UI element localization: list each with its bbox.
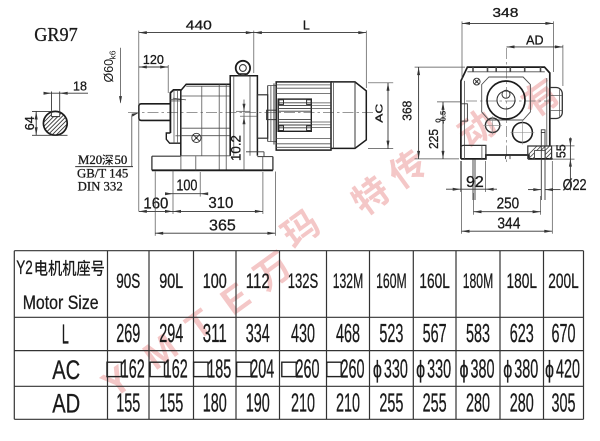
svg-text:160: 160 — [143, 196, 168, 213]
svg-text:132S: 132S — [288, 270, 319, 293]
svg-text:180L: 180L — [507, 270, 538, 293]
svg-text:AD: AD — [526, 33, 543, 47]
svg-text:DIN 332: DIN 332 — [78, 180, 123, 194]
svg-text:200L: 200L — [548, 270, 579, 293]
svg-text:160M: 160M — [376, 270, 407, 293]
svg-text:90S: 90S — [116, 270, 140, 293]
svg-text:185: 185 — [207, 353, 231, 383]
svg-text:112: 112 — [246, 270, 270, 293]
svg-text:204: 204 — [250, 353, 274, 383]
svg-text:10.2: 10.2 — [229, 135, 244, 161]
svg-text:132M: 132M — [333, 270, 364, 293]
svg-text:160L: 160L — [419, 270, 450, 293]
svg-text:583: 583 — [466, 318, 490, 348]
svg-text:120: 120 — [143, 53, 164, 67]
svg-text:468: 468 — [336, 318, 360, 348]
svg-text:380: 380 — [471, 353, 495, 383]
svg-text:90L: 90L — [159, 270, 183, 293]
svg-text:Ø60: Ø60 — [102, 59, 116, 83]
svg-text:100: 100 — [176, 178, 197, 195]
svg-text:250: 250 — [497, 196, 520, 213]
svg-text:305: 305 — [552, 388, 576, 418]
svg-text:AC: AC — [374, 103, 386, 123]
svg-text:330: 330 — [384, 353, 408, 383]
svg-text:L: L — [62, 319, 69, 350]
svg-text:440: 440 — [186, 18, 212, 32]
svg-text:255: 255 — [379, 388, 403, 418]
svg-text:260: 260 — [341, 353, 365, 383]
svg-text:280: 280 — [510, 388, 534, 418]
svg-text:368: 368 — [400, 101, 414, 121]
svg-text:GR97: GR97 — [34, 24, 77, 46]
svg-text:162: 162 — [121, 353, 145, 383]
svg-text:ϕ: ϕ — [503, 357, 512, 384]
svg-text:311: 311 — [203, 318, 227, 348]
svg-text:310: 310 — [208, 195, 233, 212]
svg-text:225: 225 — [427, 129, 441, 149]
svg-text:210: 210 — [291, 388, 315, 418]
svg-text:365: 365 — [209, 217, 236, 234]
svg-text:L: L — [303, 18, 310, 32]
svg-text:ϕ: ϕ — [545, 357, 554, 384]
svg-text:AC: AC — [52, 355, 80, 385]
svg-text:334: 334 — [246, 318, 270, 348]
svg-text:ϕ: ϕ — [460, 357, 469, 384]
svg-text:567: 567 — [423, 318, 447, 348]
svg-text:180: 180 — [203, 388, 227, 418]
svg-text:294: 294 — [159, 318, 183, 348]
svg-text:155: 155 — [116, 388, 140, 418]
svg-text:255: 255 — [423, 388, 447, 418]
svg-text:18: 18 — [73, 80, 87, 94]
svg-text:670: 670 — [552, 318, 576, 348]
svg-text:380: 380 — [514, 353, 538, 383]
svg-text:430: 430 — [291, 318, 315, 348]
svg-text:155: 155 — [159, 388, 183, 418]
svg-text:280: 280 — [466, 388, 490, 418]
svg-text:348: 348 — [492, 6, 518, 20]
svg-text:260: 260 — [296, 353, 320, 383]
svg-text:50: 50 — [115, 153, 128, 167]
svg-text:0: 0 — [434, 118, 443, 122]
svg-text:64: 64 — [23, 116, 37, 130]
svg-text:210: 210 — [336, 388, 360, 418]
svg-text:ϕ: ϕ — [416, 357, 425, 384]
svg-text:420: 420 — [556, 353, 580, 383]
svg-text:180M: 180M — [463, 270, 494, 293]
svg-text:330: 330 — [427, 353, 451, 383]
svg-text:Ø22: Ø22 — [563, 177, 587, 194]
svg-text:190: 190 — [246, 388, 270, 418]
svg-text:k6: k6 — [108, 50, 118, 59]
svg-text:-0.5: -0.5 — [438, 111, 447, 124]
svg-text:344: 344 — [497, 215, 520, 232]
svg-text:523: 523 — [379, 318, 403, 348]
svg-text:ϕ: ϕ — [373, 357, 382, 384]
svg-text:Y2: Y2 — [16, 258, 33, 279]
svg-text:100: 100 — [203, 270, 227, 293]
svg-text:623: 623 — [510, 318, 534, 348]
svg-text:55: 55 — [555, 144, 569, 158]
svg-text:162: 162 — [164, 353, 188, 383]
svg-text:AD: AD — [52, 388, 80, 418]
svg-text:M20: M20 — [78, 153, 102, 167]
svg-text:Motor Size: Motor Size — [23, 293, 99, 314]
svg-text:269: 269 — [116, 318, 140, 348]
svg-text:GB/T 145: GB/T 145 — [77, 166, 128, 180]
svg-text:92: 92 — [466, 174, 484, 191]
